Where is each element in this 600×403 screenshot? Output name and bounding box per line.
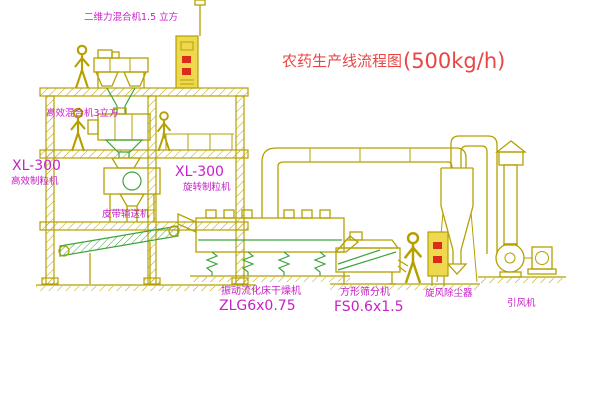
worker-ground — [403, 231, 423, 285]
label-dryer-name: 振动流化床干燥机 — [221, 284, 301, 297]
label-mid-granulator-name: 旋转制粒机 — [183, 181, 231, 193]
label-top-mixer: 二维力混合机1.5 立方 — [84, 11, 178, 23]
title-capacity: (500kg/h) — [403, 49, 505, 73]
label-belt-conveyor: 皮带输送机 — [102, 208, 150, 220]
fluid-bed-dryer-machine — [190, 209, 360, 282]
label-cyclone: 旋风除尘器 — [425, 287, 473, 299]
label-sieve-name: 方形筛分机 — [340, 285, 390, 298]
induced-draft-fan-machine — [495, 140, 557, 278]
label-left-granulator-model: XL-300 — [12, 158, 61, 174]
granulator-machine — [103, 157, 161, 222]
worker-roof — [73, 44, 91, 90]
control-cabinet-ground — [427, 231, 449, 286]
title-main: 农药生产线流程图 — [282, 52, 402, 70]
label-second-mixer: 高效混合机3立方 — [46, 107, 119, 119]
floor2-railing — [162, 133, 234, 150]
ground-lines — [36, 276, 566, 291]
exhaust-duct — [261, 147, 467, 218]
second-mixer-machine — [87, 107, 151, 158]
label-mid-granulator-model: XL-300 — [175, 164, 224, 180]
diagram-title: 农药生产线流程图 (500kg/h) — [282, 49, 505, 73]
worker-floor2-right — [156, 111, 172, 152]
label-dryer-model: ZLG6x0.75 — [219, 298, 296, 314]
equipment-labels: 二维力混合机1.5 立方 高效混合机3立方 XL-300 高效制粒机 XL-30… — [11, 11, 536, 315]
top-mixer-machine — [93, 49, 149, 88]
y-chute — [106, 87, 136, 114]
label-fan: 引风机 — [507, 297, 536, 309]
label-left-granulator-name: 高效制粒机 — [11, 175, 59, 187]
control-cabinet-roof — [175, 0, 206, 89]
label-sieve-model: FS0.6x1.5 — [334, 299, 404, 315]
cyclone-outlet-pipe — [450, 135, 498, 254]
